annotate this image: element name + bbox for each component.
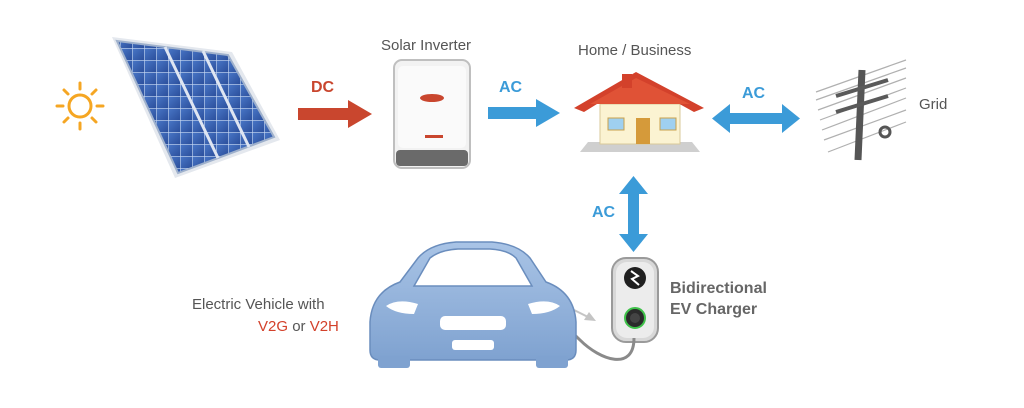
ac-flow-label-home-grid: AC: [742, 85, 766, 102]
dc-arrow: [298, 100, 372, 128]
car-icon: [369, 241, 577, 368]
ac-flow-label-inverter-home: AC: [499, 79, 523, 96]
charger-label-line1: Bidirectional: [670, 280, 767, 297]
dc-flow-label: DC: [311, 79, 335, 96]
ac-arrow-inverter-home: [488, 99, 560, 127]
v2g-label: V2G: [258, 318, 289, 335]
house-icon: [574, 72, 704, 152]
inverter-label: Solar Inverter: [381, 37, 472, 54]
power-pole-icon: [815, 59, 907, 161]
solar-panel-icon: [112, 37, 280, 178]
sun-icon: [55, 81, 105, 131]
charger-label-line2: EV Charger: [670, 301, 758, 318]
ev-label-line2: V2G or V2H: [258, 318, 339, 335]
ac-flow-label-home-charger: AC: [592, 204, 616, 221]
grid-label: Grid: [919, 96, 948, 113]
ev-label-line1: Electric Vehicle with: [192, 296, 325, 313]
ac-arrow-home-charger: [619, 176, 648, 252]
inverter-icon: [393, 59, 471, 169]
or-label: or: [292, 318, 306, 335]
v2h-label: V2H: [309, 318, 339, 335]
home-label: Home / Business: [578, 42, 692, 59]
ac-arrow-home-grid: [712, 104, 800, 133]
ev-charger-icon: [611, 257, 659, 343]
